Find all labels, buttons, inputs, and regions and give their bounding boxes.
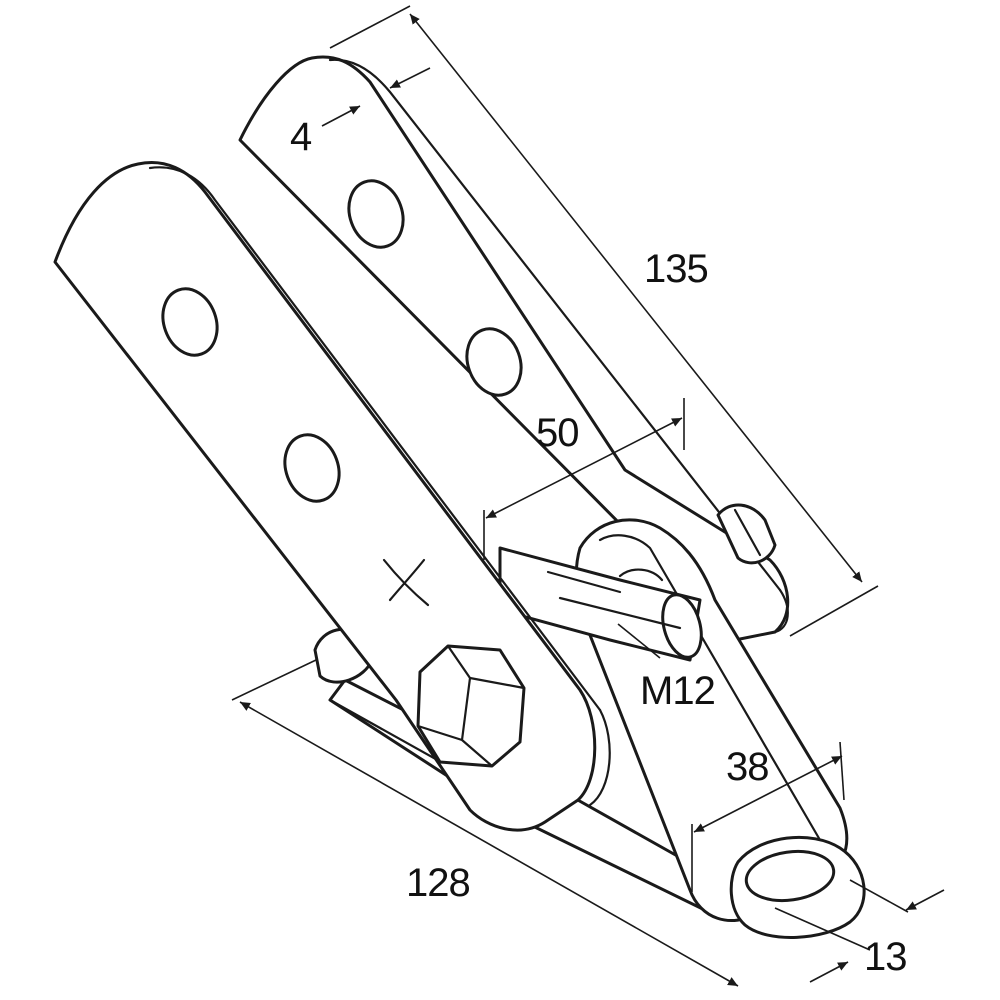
dimension-lines — [231, 5, 945, 987]
front-hole-2 — [283, 433, 341, 503]
dim-pin-spacing-label: 50 — [536, 411, 579, 455]
dim-height-label: 135 — [644, 247, 708, 291]
front-hole-1 — [161, 287, 219, 357]
dim-eye-hole-label: 13 — [864, 935, 907, 979]
dim-eye-width-label: 38 — [726, 745, 769, 789]
dim-bolt-label: M12 — [640, 669, 715, 713]
hex-bolt-head — [416, 644, 526, 768]
front-cheek-plate — [53, 160, 611, 832]
swivel-eye-tip — [729, 835, 866, 939]
dim-thickness-label: 4 — [290, 115, 312, 159]
dimension-labels: 4 135 50 M12 38 128 13 — [290, 115, 908, 979]
dim-length-label: 128 — [406, 861, 470, 905]
eye-hole — [744, 849, 836, 903]
